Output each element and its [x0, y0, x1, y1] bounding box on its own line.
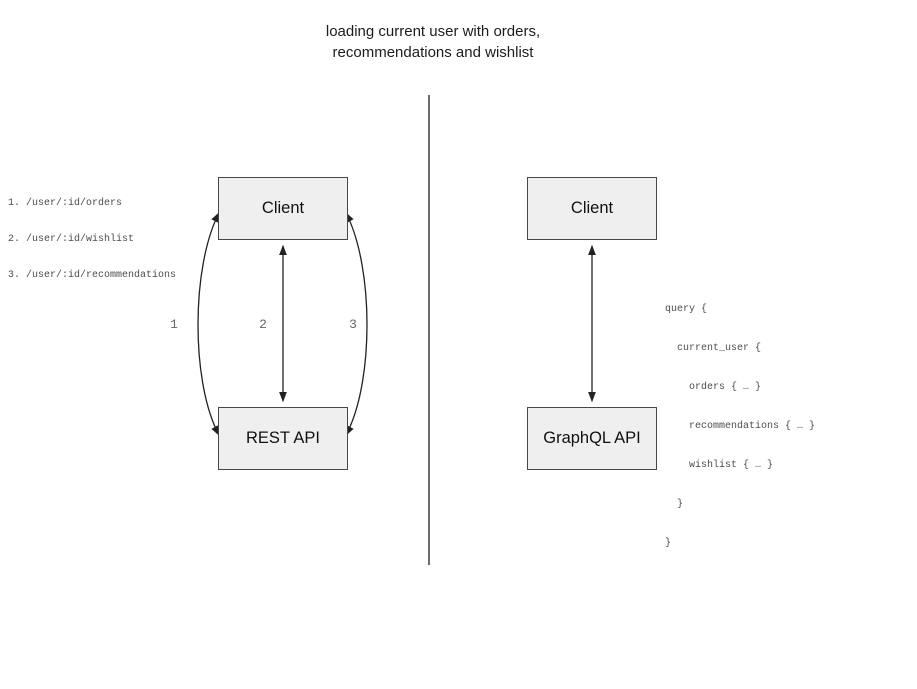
- rest-arrow-1-icon: [197, 211, 220, 437]
- graphql-client-label: Client: [570, 199, 614, 217]
- rest-api-label: REST API: [246, 429, 320, 447]
- graphql-query-line: current_user {: [665, 343, 762, 354]
- rest-arrow-3-icon: [345, 211, 368, 437]
- graphql-query-line: wishlist { … }: [665, 460, 774, 471]
- rest-arrow-label-2: 2: [259, 317, 267, 332]
- rest-endpoint-list: 1. /user/:id/orders 2. /user/:id/wishlis…: [8, 174, 176, 306]
- graphql-query-line: query {: [665, 304, 708, 315]
- graphql-api-label: GraphQL API: [543, 429, 641, 447]
- rest-arrow-label-3: 3: [349, 317, 357, 332]
- rest-arrow-label-1: 1: [170, 317, 178, 332]
- graphql-query-line: orders { … }: [665, 382, 762, 393]
- diagram-title-line2: recommendations and wishlist: [332, 44, 534, 61]
- graphql-client-node: Client: [527, 177, 657, 240]
- graphql-query-snippet: query { current_user { orders { … } reco…: [665, 277, 815, 576]
- graphql-query-line: }: [665, 499, 684, 510]
- rest-endpoint-wishlist: 2. /user/:id/wishlist: [8, 234, 135, 245]
- rest-endpoint-orders: 1. /user/:id/orders: [8, 198, 123, 209]
- diagram-title: loading current user with orders, recomm…: [0, 21, 866, 63]
- rest-endpoint-recommendations: 3. /user/:id/recommendations: [8, 270, 177, 281]
- rest-api-node: REST API: [218, 407, 348, 470]
- graphql-query-line: }: [665, 538, 672, 549]
- graphql-api-node: GraphQL API: [527, 407, 657, 470]
- graphql-query-line: recommendations { … }: [665, 421, 816, 432]
- rest-client-label: Client: [261, 199, 305, 217]
- rest-client-node: Client: [218, 177, 348, 240]
- diagram-title-line1: loading current user with orders,: [325, 23, 541, 40]
